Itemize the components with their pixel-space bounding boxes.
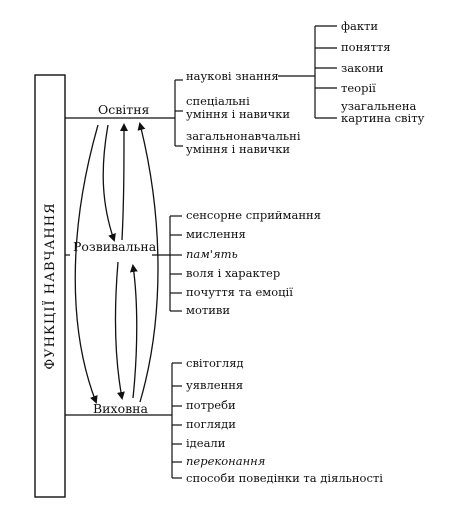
knowledge-item: закони — [341, 61, 384, 75]
knowledge-item: узагальнена — [341, 99, 416, 113]
title-box — [34, 74, 66, 498]
upbringing-item: погляди — [186, 417, 236, 431]
developmental-item: воля і характер — [186, 266, 280, 280]
educational-item: спеціальні — [186, 94, 250, 108]
arrow-educational-to-upbringing — [74, 124, 99, 404]
knowledge-item: факти — [341, 19, 378, 33]
arrow-upbringing-to-developmental — [129, 264, 138, 399]
diagram-title: ФУНКЦІЇ НАВЧАННЯ — [41, 202, 58, 369]
upbringing-item: переконання — [186, 454, 265, 468]
upbringing-item: способи поведінки та діяльності — [186, 471, 383, 485]
arrow-developmental-to-upbringing — [114, 261, 125, 400]
developmental-item: мотиви — [186, 303, 230, 317]
knowledge-item: теорії — [341, 81, 376, 95]
developmental-item: мислення — [186, 227, 246, 241]
arrow-upbringing-to-educational — [137, 122, 159, 403]
knowledge-item: поняття — [341, 40, 391, 54]
upbringing-item: потреби — [186, 398, 236, 412]
function-educational: Освітня — [98, 102, 150, 117]
developmental-item: пам'ять — [186, 247, 238, 261]
developmental-item: сенсорне сприймання — [186, 208, 321, 222]
function-developmental: Розвивальна — [73, 239, 157, 254]
knowledge-item: картина світу — [341, 111, 425, 125]
arrow-educational-to-developmental — [102, 124, 116, 242]
educational-item: уміння і навички — [186, 142, 290, 156]
educational-item: наукові знання — [186, 69, 279, 83]
developmental-item: почуття та емоції — [186, 285, 293, 299]
educational-item: уміння і навички — [186, 107, 290, 121]
function-upbringing: Виховна — [93, 401, 148, 416]
educational-item: загальнонавчальні — [186, 129, 301, 143]
upbringing-item: уявлення — [186, 378, 243, 392]
arrow-developmental-to-educational — [119, 122, 128, 241]
upbringing-item: світогляд — [186, 356, 244, 370]
upbringing-item: ідеали — [186, 436, 226, 450]
